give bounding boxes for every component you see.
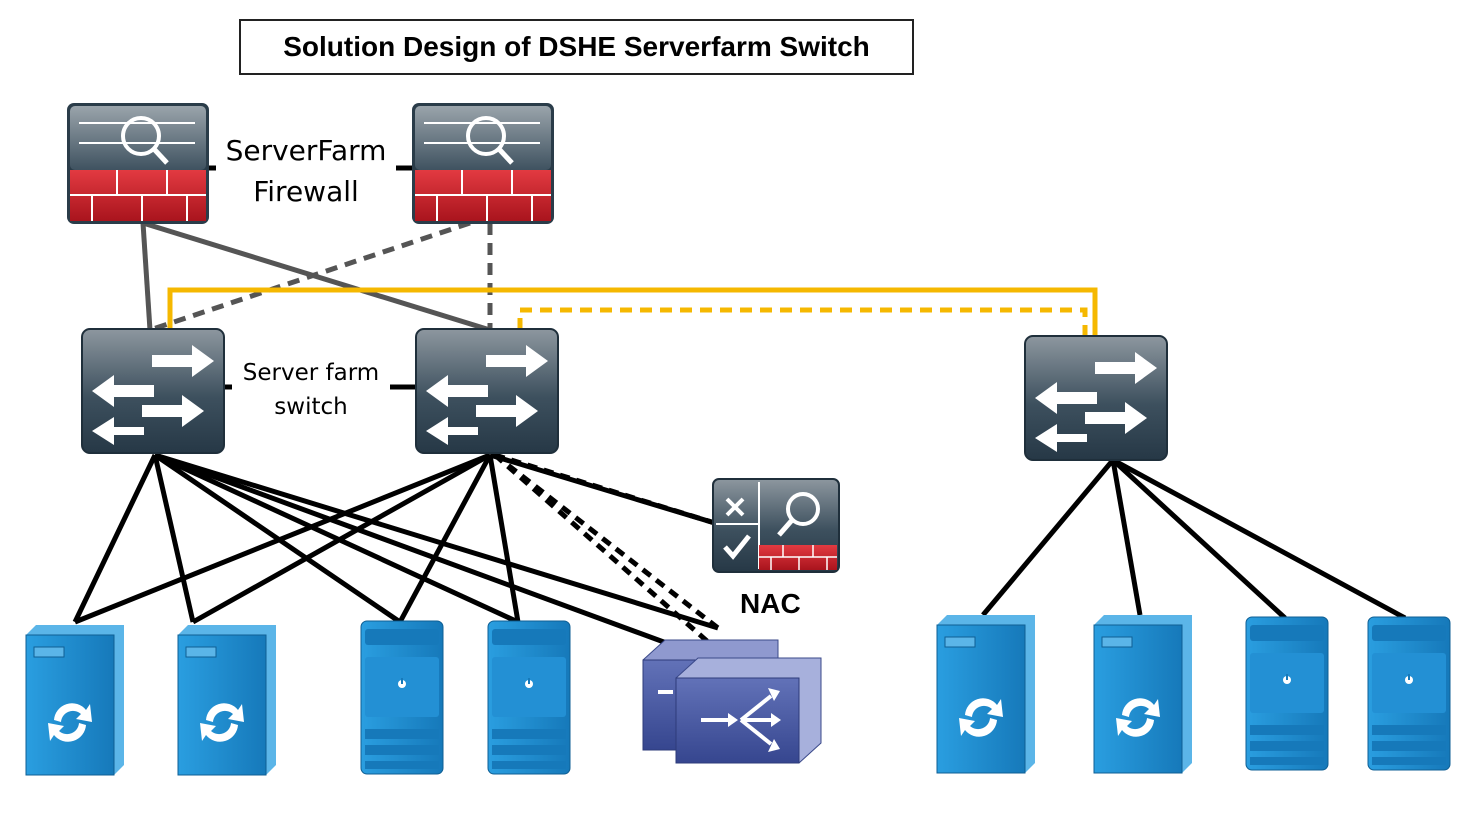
nac-server-icon (642, 639, 822, 764)
server-icon (936, 615, 1035, 774)
switch-label-line2: switch (274, 394, 348, 420)
switch-label-line1: Server farm (242, 360, 380, 386)
uplinks (167, 287, 1098, 338)
server-icon (177, 625, 276, 776)
server-icon (1245, 616, 1329, 771)
firewall-label-line1: ServerFarm (225, 134, 387, 167)
fw1-sw1-link (140, 222, 153, 331)
fw2-sw1-link (149, 220, 471, 333)
firewall-icon (412, 103, 554, 224)
firewall-label: ServerFarm Firewall (216, 130, 396, 212)
uplink-dashed (517, 307, 1088, 338)
nac-label: NAC (740, 588, 801, 619)
server-icon (1367, 616, 1451, 771)
nac-dashed-links (493, 452, 742, 672)
uplink-solid (167, 287, 1098, 338)
switch-icon (1024, 335, 1168, 461)
nac-appliance-icon (712, 478, 840, 573)
title-text: Solution Design of DSHE Serverfarm Switc… (283, 31, 870, 62)
server-icon (25, 625, 124, 776)
access-links (72, 452, 1407, 673)
server-icon (1093, 615, 1192, 774)
server-icon (487, 620, 571, 775)
switch-icon (415, 328, 559, 454)
firewall-icon (67, 103, 209, 224)
switch-label: Server farm switch (232, 356, 390, 424)
switch-icon (81, 328, 225, 454)
server-icon (360, 620, 444, 775)
firewall-label-line2: Firewall (253, 175, 359, 208)
diagram-title: Solution Design of DSHE Serverfarm Switc… (239, 19, 914, 75)
